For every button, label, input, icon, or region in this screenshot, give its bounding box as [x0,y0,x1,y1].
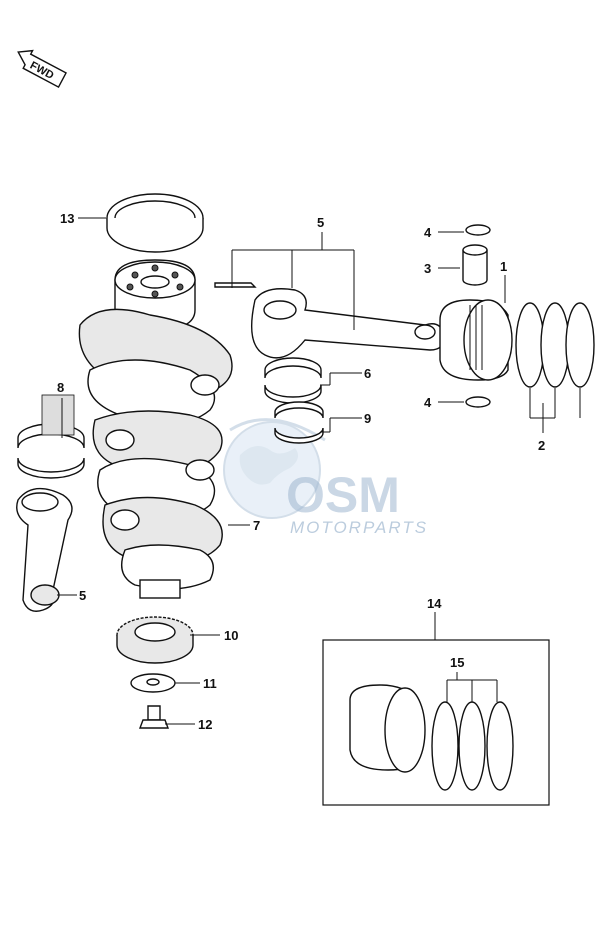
part-7-crankshaft [78,259,233,599]
part-14-piston [349,684,426,773]
part-2-rings [515,302,595,388]
part-11-washer [130,673,176,693]
part-14-kit-box [322,639,550,806]
callout-3: 3 [424,261,431,276]
part-4-clip-top [465,224,491,236]
callout-5-top: 5 [317,215,324,230]
callout-4-bottom: 4 [424,395,432,410]
callout-2: 2 [538,438,545,453]
globe-icon [223,418,326,519]
part-6-bearing [264,357,322,404]
callout-1: 1 [500,259,507,274]
watermark: OSM MOTORPARTS [223,418,428,537]
callout-7: 7 [253,518,260,533]
callout-5-left: 5 [79,588,86,603]
part-13-seal [106,193,204,253]
fwd-arrow-icon: FWD [17,49,67,89]
watermark-subtitle: MOTORPARTS [290,518,428,537]
part-5-conrod-left [16,487,73,612]
part-5-conrod-top [214,282,446,359]
callout-4-top: 4 [424,225,432,240]
part-3-pin [462,244,488,286]
part-8-bearing [17,394,85,479]
callout-9: 9 [364,411,371,426]
part-12-bolt [138,705,170,729]
callout-15: 15 [450,655,464,670]
callout-11: 11 [203,676,217,691]
callout-14: 14 [427,596,442,611]
callout-10: 10 [224,628,238,643]
watermark-logo: OSM [286,467,400,523]
callout-12: 12 [198,717,212,732]
part-9-bearing [274,401,324,444]
callout-8: 8 [57,380,64,395]
callout-6: 6 [364,366,371,381]
part-10-gear [116,616,194,664]
leader-lines [57,217,581,725]
part-1-piston [439,299,513,381]
callouts: 13 5 4 3 1 6 4 9 8 2 7 5 10 11 12 14 15 [57,211,545,732]
part-15-rings [431,701,514,791]
part-4-clip-bottom [465,396,491,408]
callout-13: 13 [60,211,74,226]
